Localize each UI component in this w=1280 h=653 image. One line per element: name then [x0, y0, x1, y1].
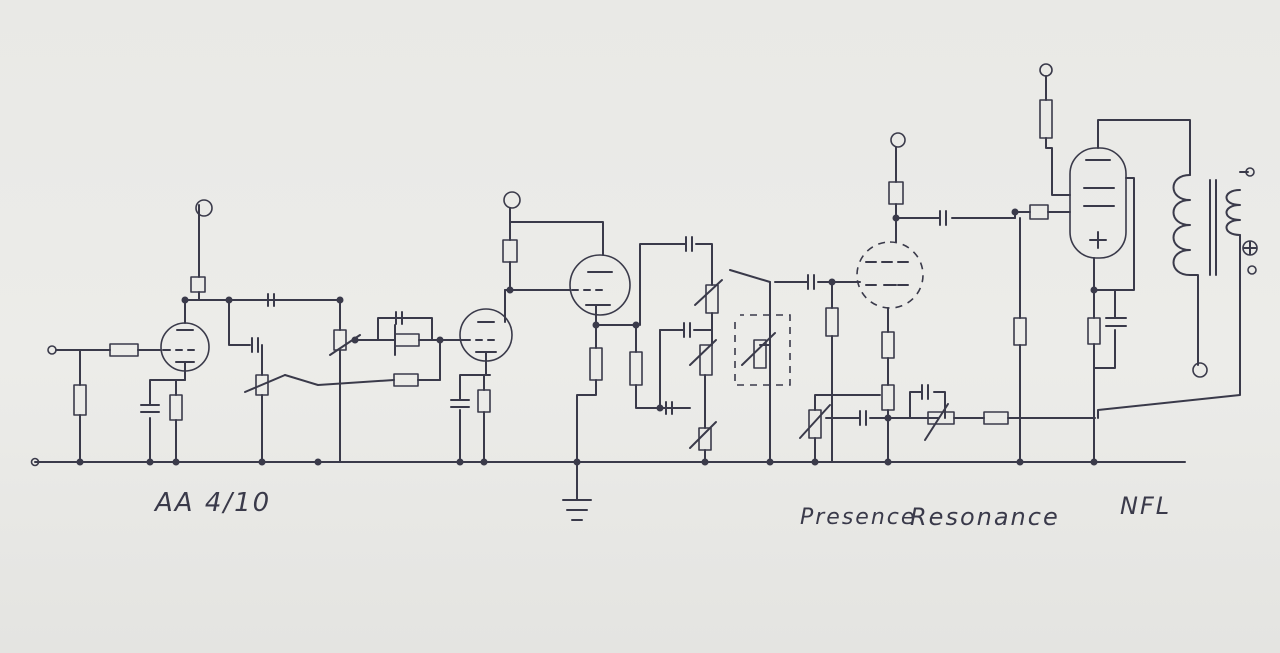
junction-dots [76, 208, 1098, 466]
model-label: AA 4/10 [155, 488, 272, 518]
nfl-label: NFL [1120, 492, 1172, 520]
tone-stack [629, 236, 791, 463]
v4-cathode-network [881, 307, 895, 463]
tone-pot-1 [333, 329, 347, 351]
input-resistor [73, 384, 87, 416]
resonance-label: Resonance [910, 503, 1060, 531]
v4-plate-load [888, 132, 1016, 243]
ground-bus [30, 457, 1186, 467]
v3-cathode-network [576, 324, 637, 463]
tone-network-1 [228, 293, 464, 463]
tube-v3 [509, 254, 631, 326]
power-grid-wiring [1013, 204, 1071, 463]
power-tube [1069, 147, 1127, 259]
v1-cathode-network [140, 379, 186, 463]
nfb-loop [1097, 269, 1241, 419]
mid-pot [698, 427, 712, 451]
presence-resonance-network [799, 384, 1096, 463]
volume-pot [255, 374, 269, 396]
presence-label: Presence [800, 505, 917, 530]
v2-cathode-network [450, 374, 491, 463]
v2-plate-load [502, 191, 604, 291]
tube-v4 [856, 241, 924, 309]
v1-plate-load [184, 199, 341, 301]
grid-resistor [109, 343, 139, 357]
tube-v2 [459, 289, 513, 376]
output-transformer [1097, 119, 1258, 378]
power-cathode-network [1087, 177, 1135, 463]
input-wiring [55, 343, 161, 463]
ground-symbol [562, 461, 592, 521]
screen-supply [1039, 63, 1071, 196]
presence-pot [808, 409, 822, 439]
input-jack [47, 345, 57, 355]
stage4-coupling [774, 274, 861, 463]
tube-v1 [160, 299, 210, 381]
